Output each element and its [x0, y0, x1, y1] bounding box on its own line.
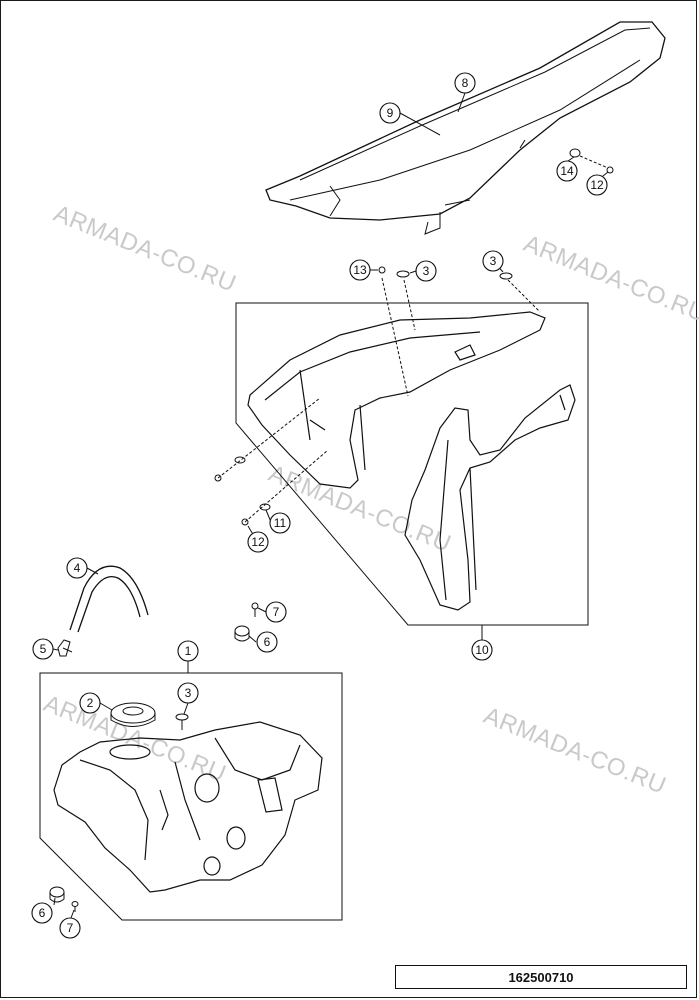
- svg-text:12: 12: [590, 178, 604, 192]
- left-side-panel: [247, 311, 546, 489]
- bolt-7-upper-icon: [251, 602, 259, 617]
- fuel-cap: [110, 702, 156, 727]
- svg-text:6: 6: [39, 906, 46, 920]
- callout-12-seat: 12: [586, 174, 608, 196]
- callout-12-panel: 12: [247, 531, 269, 553]
- bolt-left-upper-icon: [214, 474, 222, 482]
- washer-11-icon: [259, 503, 271, 511]
- callout-7-upper: 7: [265, 601, 287, 623]
- right-side-panel: [404, 384, 576, 611]
- washer-3b-icon: [499, 272, 513, 280]
- callout-9: 9: [379, 102, 401, 124]
- svg-text:7: 7: [67, 921, 74, 935]
- hose-connector-icon: [57, 639, 73, 657]
- bolt-3-tank-icon: [175, 713, 189, 730]
- callout-3-panel-left: 3: [415, 260, 437, 282]
- svg-text:10: 10: [475, 643, 489, 657]
- svg-text:4: 4: [74, 561, 81, 575]
- svg-text:1: 1: [185, 644, 192, 658]
- side-panel-group-box: [235, 302, 589, 626]
- callout-2: 2: [79, 692, 101, 714]
- callout-4: 4: [66, 557, 88, 579]
- bolt-12-seat-icon: [606, 166, 614, 174]
- callout-6-lower: 6: [31, 902, 53, 924]
- bushing-6-lower-icon: [49, 886, 65, 898]
- svg-text:11: 11: [274, 516, 287, 530]
- svg-text:12: 12: [251, 535, 265, 549]
- seat: [265, 21, 666, 235]
- callout-5: 5: [32, 638, 54, 660]
- svg-text:7: 7: [273, 605, 280, 619]
- callout-13: 13: [349, 259, 371, 281]
- part-number-text: 162500710: [508, 969, 574, 985]
- callout-6-upper: 6: [256, 631, 278, 653]
- callout-1: 1: [177, 640, 199, 662]
- svg-text:13: 13: [353, 263, 367, 277]
- callout-3-tank: 3: [177, 682, 199, 704]
- callout-11: 11: [269, 512, 291, 534]
- bushing-6-upper-icon: [234, 625, 250, 637]
- svg-text:9: 9: [387, 106, 394, 120]
- svg-text:3: 3: [185, 686, 192, 700]
- svg-text:3: 3: [490, 254, 497, 268]
- svg-text:2: 2: [87, 696, 94, 710]
- nut-14-icon: [569, 148, 581, 158]
- washer-3a-icon: [396, 270, 410, 278]
- svg-text:3: 3: [423, 264, 430, 278]
- svg-text:6: 6: [264, 635, 271, 649]
- bolt-7-lower-icon: [71, 901, 79, 912]
- callout-14: 14: [556, 160, 578, 182]
- washer-left-upper-icon: [234, 456, 246, 464]
- svg-text:8: 8: [462, 76, 469, 90]
- bolt-13-icon: [378, 266, 386, 274]
- bolt-12-icon: [241, 518, 249, 526]
- fuel-hose: [69, 565, 149, 633]
- part-number-label: 162500710: [395, 965, 687, 989]
- callout-10: 10: [471, 639, 493, 661]
- svg-text:14: 14: [560, 164, 574, 178]
- fuel-tank-group-box: [39, 672, 343, 921]
- fuel-tank: [53, 721, 323, 893]
- callout-3-panel-right: 3: [482, 250, 504, 272]
- svg-text:5: 5: [40, 642, 47, 656]
- callout-8: 8: [454, 72, 476, 94]
- callout-7-lower: 7: [59, 917, 81, 939]
